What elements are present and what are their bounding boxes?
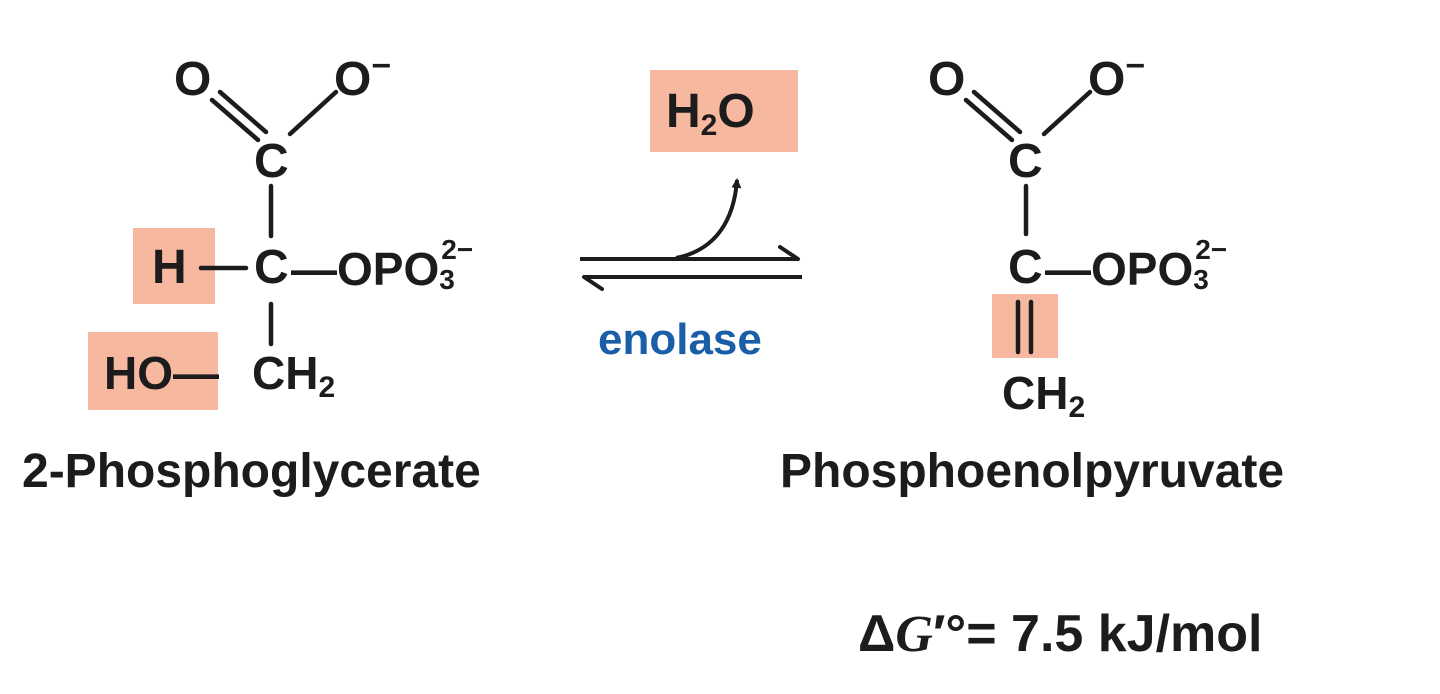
reactant-name: 2-Phosphoglycerate <box>22 445 481 498</box>
reactant-ch2: CH2 <box>252 347 336 404</box>
product-name: Phosphoenolpyruvate <box>780 445 1285 498</box>
reactant-carbonyl-oxygen: O <box>174 53 212 106</box>
reactant-bonds <box>198 89 339 347</box>
double-bond-highlight <box>992 294 1058 358</box>
water-highlight <box>650 70 798 152</box>
reactant-carboxylate-oxygen: O− <box>334 47 392 106</box>
ho-highlight <box>88 332 218 410</box>
equilibrium-arrows <box>580 178 802 291</box>
product-ch2: CH2 <box>1002 367 1086 424</box>
product-carboxylate-oxygen: O− <box>1088 47 1146 106</box>
water-label: H2O <box>666 85 755 142</box>
product-carbonyl-oxygen: O <box>928 53 966 106</box>
free-energy-label: ΔG′°= 7.5 kJ/mol <box>858 605 1263 663</box>
product-alpha-carbon: C <box>1008 241 1043 294</box>
reactant-hydroxyl: HO— <box>104 347 219 399</box>
reactant-carboxyl-carbon: C <box>254 135 289 188</box>
reactant-h-atom: H <box>152 241 187 294</box>
reactant-alpha-carbon: C <box>254 241 289 294</box>
product-bonds <box>963 89 1093 355</box>
product-carboxyl-carbon: C <box>1008 135 1043 188</box>
enzyme-label: enolase <box>598 315 762 364</box>
